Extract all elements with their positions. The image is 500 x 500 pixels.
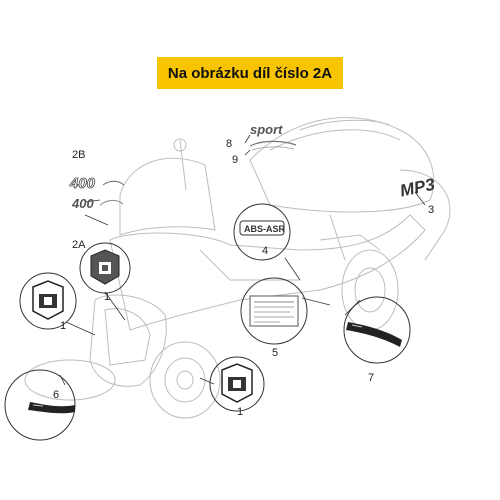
callout-circle-piaggio-2 [19, 272, 77, 330]
callout-circle-sticker [240, 277, 308, 345]
part-number-1b: 1 [60, 320, 66, 332]
part-number-7: 7 [368, 372, 374, 384]
decal-abs-asr-4[interactable]: ABS-ASR [239, 220, 286, 236]
part-number-3: 3 [428, 204, 434, 216]
leader-lines [59, 134, 426, 386]
piaggio-badge-icon[interactable] [32, 280, 64, 320]
piaggio-badge-icon[interactable] [90, 249, 120, 285]
piaggio-badge-icon[interactable] [221, 363, 253, 403]
part-number-6: 6 [53, 389, 59, 401]
info-sticker-5[interactable] [249, 295, 299, 327]
stripe-decal-6[interactable] [28, 402, 75, 414]
decal-sport-8[interactable]: sport [250, 122, 283, 137]
part-number-9: 9 [232, 154, 238, 166]
part-number-8: 8 [226, 138, 232, 150]
stripe-decal-7[interactable] [346, 322, 402, 347]
svg-text:sport: sport [250, 122, 283, 137]
part-number-1c: 1 [237, 406, 243, 418]
part-number-2a: 2A [72, 239, 86, 251]
svg-text:400: 400 [71, 196, 94, 211]
svg-text:ABS-ASR: ABS-ASR [244, 224, 286, 234]
part-number-4: 4 [262, 245, 268, 257]
decal-400-2b[interactable]: 400 [69, 175, 125, 192]
scooter-outline [24, 117, 451, 419]
callout-circle-abs [233, 203, 291, 261]
callout-circles [4, 203, 411, 441]
part-numbers: 2B 2A 8 9 3 4 1 1 5 7 6 1 [53, 138, 434, 418]
page-title: Na obrázku díl číslo 2A [157, 57, 343, 89]
callout-circle-stripe [343, 296, 411, 364]
decal-sport-9[interactable] [249, 140, 297, 151]
svg-text:400: 400 [69, 175, 96, 192]
part-number-5: 5 [272, 347, 278, 359]
callout-circle-piaggio-3 [209, 356, 265, 412]
part-number-2b: 2B [72, 149, 85, 161]
callout-circle-piaggio-1 [79, 242, 131, 294]
part-number-1a: 1 [104, 291, 110, 303]
decal-400-2a[interactable]: 400 [71, 196, 124, 211]
